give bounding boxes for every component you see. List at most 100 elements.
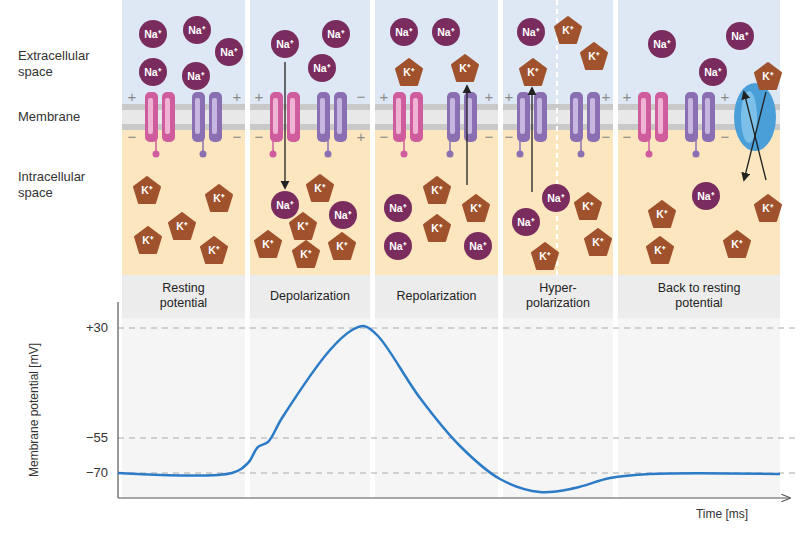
ion-channel <box>570 92 600 158</box>
channel-subunit <box>410 92 423 142</box>
potassium-ion: K⁺ <box>452 55 478 81</box>
ion-circle <box>517 18 545 46</box>
ion-label: Na⁺ <box>144 29 161 40</box>
sodium-ion: Na⁺ <box>271 30 299 58</box>
sodium-ion: Na⁺ <box>464 232 492 260</box>
ion-label: K⁺ <box>582 201 594 212</box>
channel-subunit <box>655 92 668 142</box>
graph-column <box>503 318 613 498</box>
channel-subunit <box>447 92 460 142</box>
channel-gate <box>327 140 329 151</box>
ion-pentagon <box>647 237 673 263</box>
potassium-ion: K⁺ <box>755 63 781 89</box>
ion-circle <box>215 38 243 66</box>
channel-subunit <box>534 92 547 142</box>
ion-pentagon <box>206 185 232 211</box>
ion-flow-arrow <box>744 92 766 180</box>
extracellular-space <box>375 0 498 104</box>
ion-channel <box>317 92 347 158</box>
channel-highlight <box>165 98 170 134</box>
membrane-band <box>122 104 245 130</box>
sodium-ion: Na⁺ <box>432 18 460 46</box>
potassium-ion: K⁺ <box>575 193 601 219</box>
channel-subunit <box>192 92 205 142</box>
potassium-ion: K⁺ <box>206 185 232 211</box>
ion-circle <box>329 201 357 229</box>
extracellular-space <box>122 0 245 104</box>
ion-pentagon <box>581 43 607 69</box>
ion-pentagon <box>329 233 355 259</box>
sodium-ion: Na⁺ <box>271 191 299 219</box>
charge-sign: + <box>357 128 366 146</box>
ion-circle <box>699 58 727 86</box>
intracellular-space <box>250 130 370 275</box>
channel-subunit <box>702 92 715 142</box>
ion-label: Na⁺ <box>276 39 293 50</box>
potassium-ion: K⁺ <box>424 177 450 203</box>
charge-sign: + <box>380 88 389 106</box>
potassium-ion: K⁺ <box>520 59 546 85</box>
axis-title: Membrane potential [mV] <box>27 343 41 477</box>
ion-label: K⁺ <box>403 67 415 78</box>
panel-divider <box>556 0 558 275</box>
ion-pentagon <box>649 201 675 227</box>
label-strip <box>375 275 498 318</box>
potassium-ion: K⁺ <box>307 175 333 201</box>
ion-label: K⁺ <box>208 245 220 256</box>
membrane-band <box>250 104 370 130</box>
ion-label: Na⁺ <box>469 241 486 252</box>
label-strip <box>250 275 370 318</box>
ion-label: K⁺ <box>527 67 539 78</box>
ion-circle <box>692 182 720 210</box>
ion-label: K⁺ <box>592 237 604 248</box>
ion-circle <box>390 18 418 46</box>
channel-gate <box>580 140 582 151</box>
ion-circle <box>182 62 210 90</box>
ion-label: Na⁺ <box>517 217 534 228</box>
graph-column <box>375 318 498 498</box>
channel-gate <box>578 151 585 158</box>
charge-sign: + <box>485 88 494 106</box>
channel-gate <box>646 151 653 158</box>
potassium-ion: K⁺ <box>135 227 161 253</box>
potassium-ion: K⁺ <box>169 213 195 239</box>
potassium-ion: K⁺ <box>581 43 607 69</box>
sodium-ion: Na⁺ <box>139 58 167 86</box>
ion-pentagon <box>135 227 161 253</box>
charge-sign: − <box>128 128 137 146</box>
ion-label: K⁺ <box>336 241 348 252</box>
charge-sign: + <box>721 88 730 106</box>
extracellular-space <box>250 0 370 104</box>
channel-gate <box>270 151 277 158</box>
ion-label: Na⁺ <box>547 193 564 204</box>
ion-circle <box>271 191 299 219</box>
potassium-ion: K⁺ <box>290 213 316 239</box>
ion-label: K⁺ <box>762 71 774 82</box>
ion-label: K⁺ <box>762 203 774 214</box>
ion-label: K⁺ <box>431 223 443 234</box>
ion-label: Na⁺ <box>327 29 344 40</box>
graph-column <box>250 318 370 498</box>
channel-highlight <box>573 98 578 134</box>
ion-pentagon <box>396 59 422 85</box>
region-label: Intracellular space <box>18 169 113 200</box>
phase-label: Resting potential <box>144 281 224 311</box>
ion-label: K⁺ <box>300 249 312 260</box>
axis-tick: +30 <box>86 320 108 336</box>
channel-highlight <box>337 98 342 134</box>
intracellular-space <box>122 130 245 275</box>
ion-circle <box>726 22 754 50</box>
potassium-ion: K⁺ <box>255 231 281 257</box>
ion-pentagon <box>555 17 581 43</box>
ion-flow-arrow <box>284 62 285 188</box>
channel-gate <box>695 140 697 151</box>
ion-pentagon <box>169 213 195 239</box>
intracellular-space <box>375 130 498 275</box>
channel-subunit <box>638 92 651 142</box>
channel-highlight <box>195 98 200 134</box>
ion-channel <box>685 92 715 158</box>
ion-pentagon <box>532 243 558 269</box>
channel-highlight <box>641 98 646 134</box>
sodium-ion: Na⁺ <box>329 201 357 229</box>
channel-highlight <box>688 98 693 134</box>
